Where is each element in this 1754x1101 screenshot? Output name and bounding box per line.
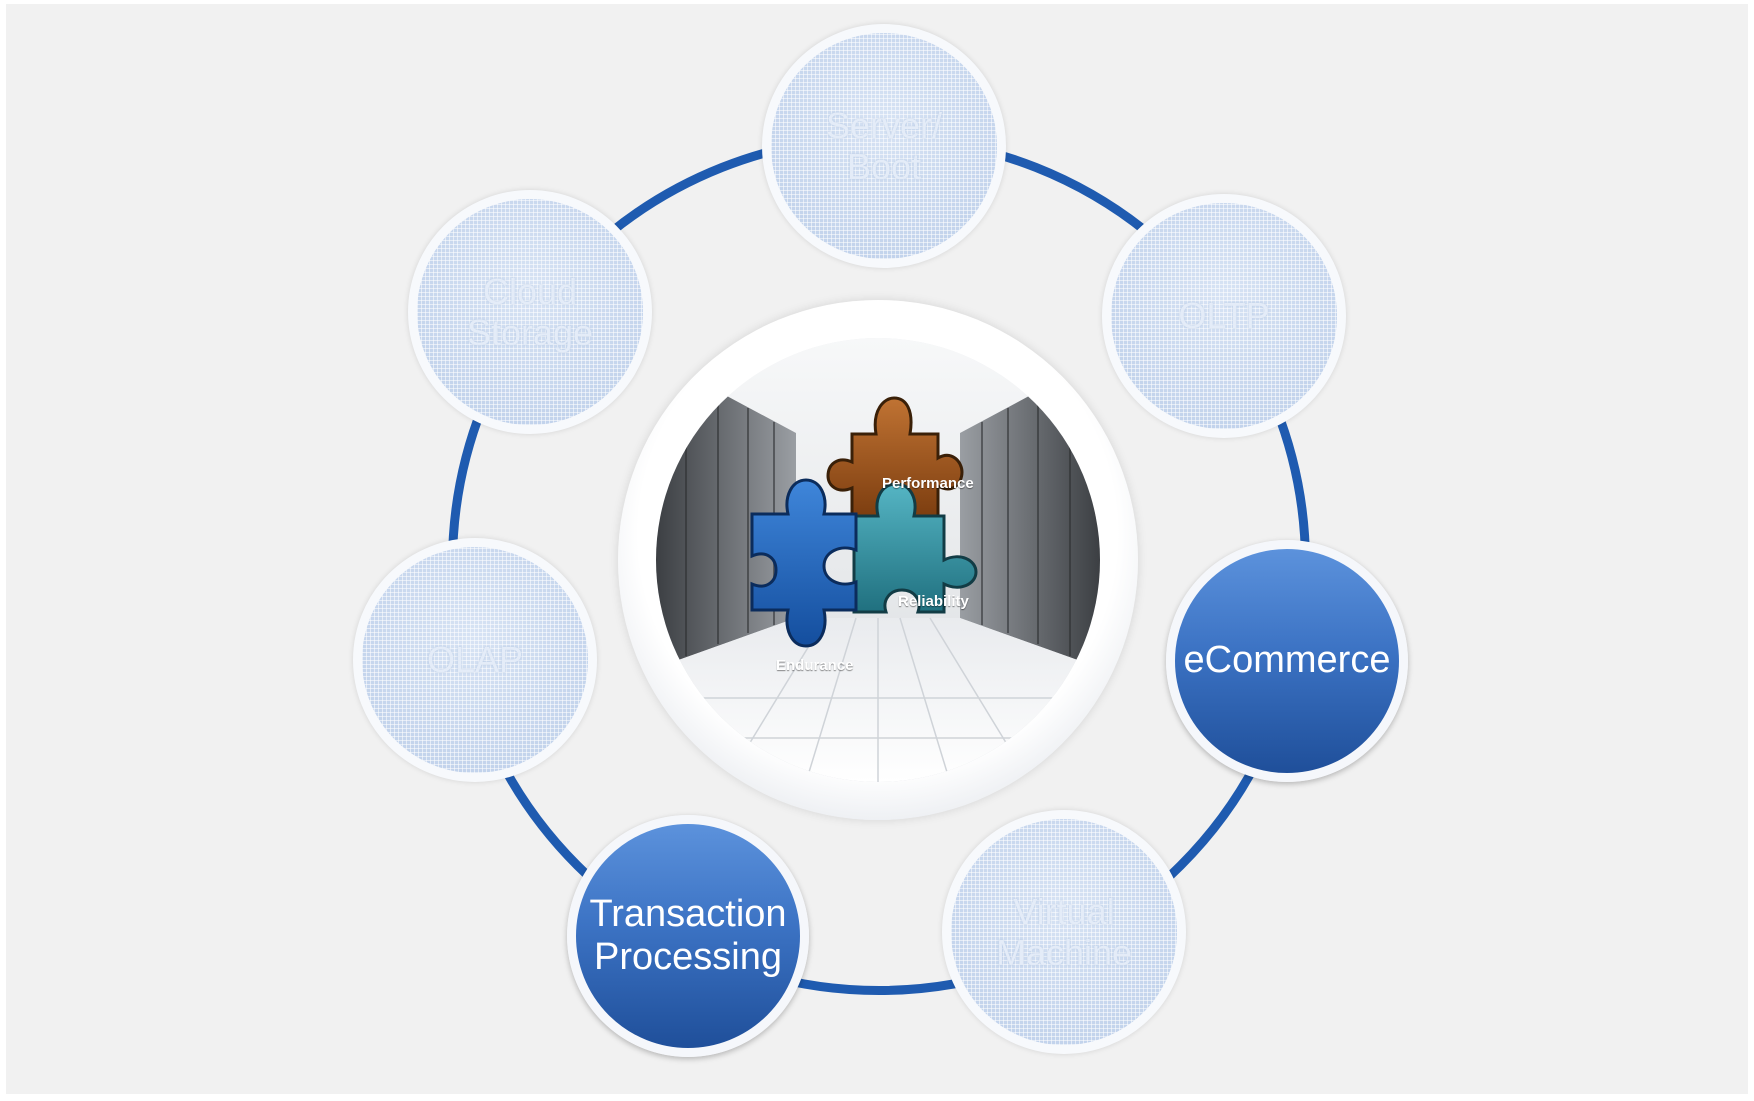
node-cloud-storage-label: Cloud Storage bbox=[466, 270, 594, 353]
node-virtual-machine-label: Virtual Machine bbox=[995, 890, 1133, 973]
puzzle-pieces-datacenter-image bbox=[656, 338, 1100, 782]
datacenter-illustration bbox=[656, 338, 1100, 782]
node-virtual-machine: Virtual Machine bbox=[942, 810, 1186, 1054]
node-ecommerce: eCommerce bbox=[1166, 540, 1408, 782]
performance-label: Performance bbox=[882, 475, 974, 492]
node-ecommerce-label: eCommerce bbox=[1183, 639, 1391, 682]
performance-piece-icon bbox=[826, 396, 964, 518]
node-oltp: OLTP bbox=[1102, 194, 1346, 438]
endurance-label: Endurance bbox=[776, 657, 854, 674]
node-olap-label: OLAP bbox=[426, 639, 524, 681]
node-server-boot: Server/ Boot bbox=[762, 24, 1006, 268]
node-olap: OLAP bbox=[353, 538, 597, 782]
node-oltp-label: OLTP bbox=[1178, 295, 1270, 337]
endurance-piece-icon bbox=[750, 478, 858, 648]
node-transaction-processing: Transaction Processing bbox=[567, 815, 809, 1057]
reliability-piece-icon bbox=[852, 482, 978, 614]
node-transaction-processing-label: Transaction Processing bbox=[589, 892, 787, 978]
reliability-label: Reliability bbox=[898, 593, 969, 610]
node-server-boot-label: Server/ Boot bbox=[825, 104, 943, 187]
node-cloud-storage: Cloud Storage bbox=[408, 190, 652, 434]
